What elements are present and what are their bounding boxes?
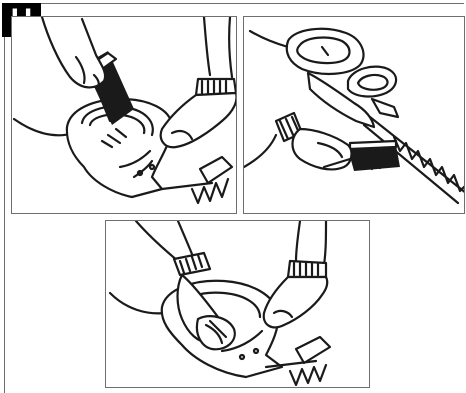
frame-left-line <box>4 3 5 393</box>
illustration-cloth-housing <box>108 221 332 387</box>
illustration-panel-brush-housing <box>11 16 237 214</box>
illustration-panel-cloth-housing <box>105 220 370 388</box>
illustration-brush-blade <box>244 27 464 205</box>
illustration-brush-housing <box>12 17 236 205</box>
illustration-panel-brush-blade <box>243 16 465 214</box>
frame-top-line <box>2 3 464 4</box>
